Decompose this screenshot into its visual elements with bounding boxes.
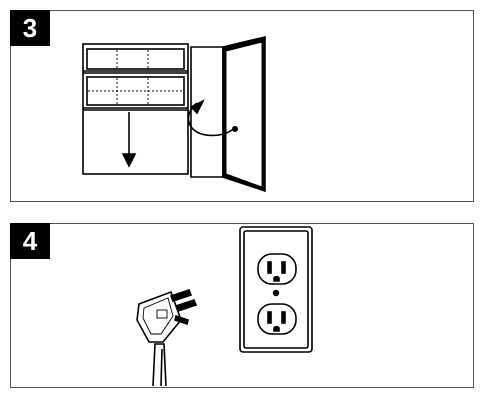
wall-outlet — [239, 226, 313, 353]
outlet-plate-outer — [239, 226, 313, 353]
cabinet-outline — [82, 43, 189, 175]
step-4-panel: 4 — [10, 223, 474, 388]
step-4-badge: 4 — [10, 223, 50, 259]
step-3-illustration — [82, 35, 266, 193]
down-arrow-icon — [121, 112, 137, 168]
cabinet-door — [190, 35, 266, 193]
rotate-arrow-icon — [187, 99, 236, 137]
power-cord — [152, 343, 167, 387]
step-3-badge: 3 — [10, 10, 50, 46]
outlet-screw-icon — [272, 289, 280, 297]
middle-shelf — [86, 76, 185, 106]
step-4-illustration — [136, 226, 313, 387]
step-3-panel: 3 — [10, 10, 474, 202]
power-plug — [136, 289, 198, 387]
upper-receptacle — [257, 253, 297, 285]
outlet-plate-inner — [243, 230, 309, 349]
shelf-dividers — [88, 50, 183, 104]
top-shelf — [86, 48, 185, 70]
plug-ground-pin — [174, 314, 189, 326]
lower-receptacle — [257, 303, 297, 335]
plug-prong-bottom — [174, 299, 198, 312]
cabinet-front — [82, 43, 189, 175]
plug-prong-top — [169, 289, 193, 302]
